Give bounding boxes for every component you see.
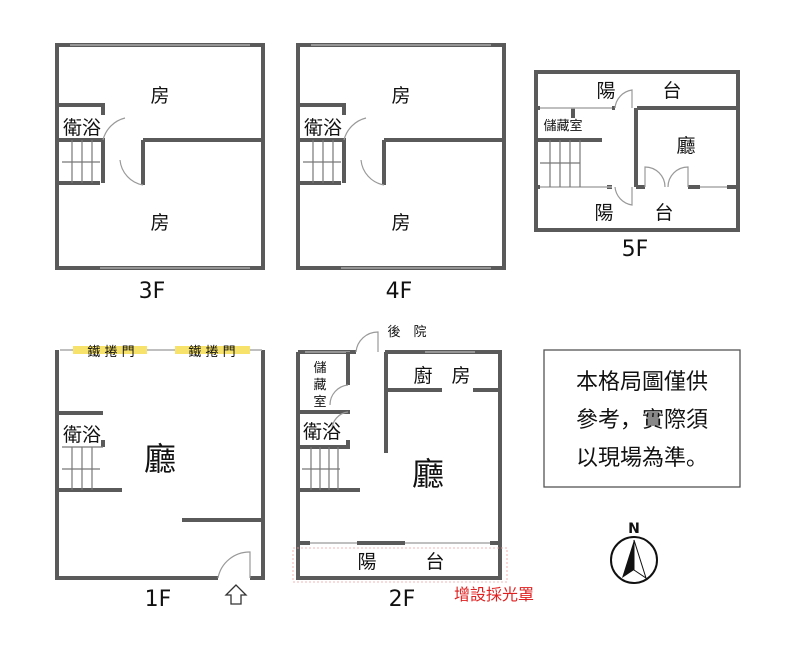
balcony-label: 台 bbox=[425, 551, 444, 573]
storage-label: 儲 bbox=[313, 361, 326, 376]
bath-label: 衛浴 bbox=[303, 421, 341, 443]
disclaimer-line: 以現場為準。 bbox=[576, 446, 708, 471]
hall-label: 廳 bbox=[412, 455, 444, 493]
kitchen-label: 廚 房 bbox=[413, 364, 470, 387]
balcony-label: 陽 bbox=[357, 551, 376, 573]
bath-label: 衛浴 bbox=[63, 117, 101, 139]
storage-label: 藏 bbox=[313, 378, 326, 393]
room-label: 房 bbox=[150, 212, 169, 234]
disclaimer-box: 本格局圖僅供 參考，實際須 以現場為準。 bbox=[543, 349, 741, 488]
entrance-arrow-icon bbox=[224, 584, 248, 605]
shutter-label: 鐵 捲 門 bbox=[87, 344, 134, 360]
floor-label-1f: 1F bbox=[145, 587, 172, 612]
bath-label: 衛浴 bbox=[304, 117, 342, 139]
floor-label-3f: 3F bbox=[139, 279, 166, 304]
disclaimer-line: 參考，實際須 bbox=[576, 408, 708, 433]
skylight-note: 增設採光罩 bbox=[454, 585, 534, 604]
compass-icon: N bbox=[610, 521, 658, 584]
storage-label: 室 bbox=[313, 394, 326, 410]
bath-label: 衛浴 bbox=[63, 424, 101, 446]
balcony-label: 台 bbox=[654, 202, 673, 224]
room-label: 房 bbox=[150, 85, 169, 107]
floor-2f: 後 院 儲 藏 室 廚 房 衛浴 廳 陽 台 2F 增設採光罩 bbox=[292, 325, 534, 612]
floor-4f: 房 衛浴 房 4F bbox=[296, 43, 506, 304]
storage-label: 儲藏室 bbox=[543, 118, 582, 134]
balcony-label: 陽 bbox=[596, 80, 615, 102]
hall-label: 廳 bbox=[676, 135, 695, 157]
shutter-door bbox=[175, 346, 250, 354]
backyard-label: 後 院 bbox=[387, 325, 426, 340]
floor-5f: 陽 台 儲藏室 廳 陽 台 5F bbox=[534, 70, 740, 262]
balcony-label: 台 bbox=[662, 80, 681, 102]
north-label: N bbox=[628, 521, 640, 537]
hall-label: 廳 bbox=[144, 440, 176, 478]
floor-label-5f: 5F bbox=[622, 237, 649, 262]
room-label: 房 bbox=[391, 212, 410, 234]
balcony-label: 陽 bbox=[594, 202, 613, 224]
floor-label-2f: 2F bbox=[389, 587, 416, 612]
shutter-door bbox=[73, 346, 147, 354]
room-label: 房 bbox=[391, 85, 410, 107]
floor-1f: 鐵 捲 門 鐵 捲 門 衛浴 廳 1F bbox=[55, 344, 265, 612]
disclaimer-line: 本格局圖僅供 bbox=[576, 370, 708, 395]
floor-label-4f: 4F bbox=[386, 279, 413, 304]
floor-3f: 房 衛浴 房 3F bbox=[55, 43, 265, 304]
shutter-label: 鐵 捲 門 bbox=[188, 344, 235, 360]
